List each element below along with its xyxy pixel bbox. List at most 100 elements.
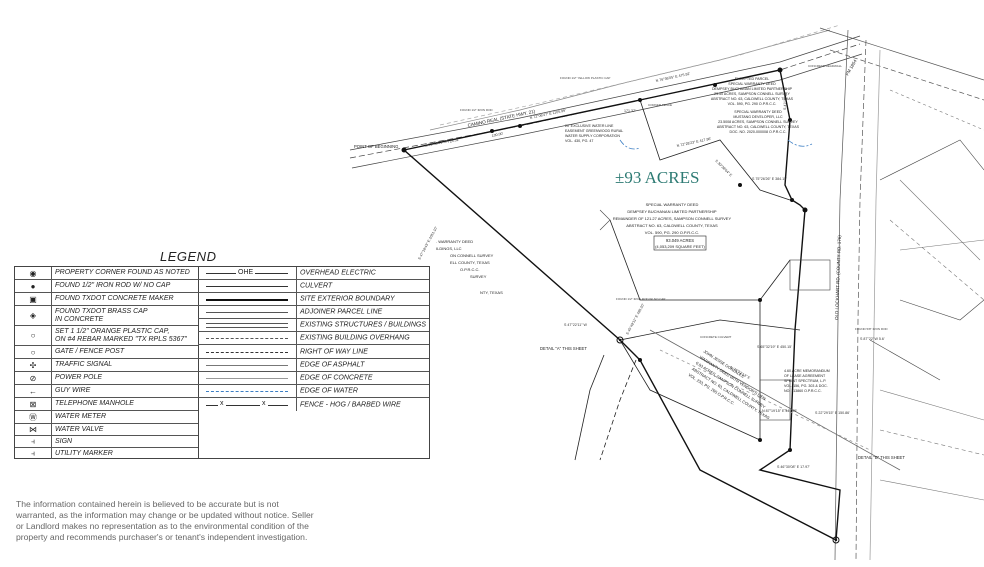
legend-row: ⋈WATER VALVE (15, 424, 198, 436)
point-of-beginning: POINT OF BEGINNING (354, 144, 398, 149)
svg-text:VOL. 590, PG. 290 O.P.R.C.C.: VOL. 590, PG. 290 O.P.R.C.C. (728, 102, 777, 106)
svg-text:VOL. 590, PG. 290 O.P.R.C.C.: VOL. 590, PG. 290 O.P.R.C.C. (645, 230, 699, 235)
txdot-concrete-icon: ▣ (15, 293, 52, 305)
camino-real-row (349, 24, 863, 169)
legend-row: ▣FOUND TXDOT CONCRETE MAKER (15, 293, 198, 306)
legend-row: ⊠TELEPHONE MANHOLE (15, 398, 198, 411)
legend-title: LEGEND (160, 249, 217, 264)
svg-text:CONCRETE HEADWALL: CONCRETE HEADWALL (808, 64, 842, 68)
txdot-brass-cap-icon: ◈ (15, 306, 52, 325)
county-road-label: OLD LOCKHART RD. (COUNTY RD. 176) (834, 235, 842, 320)
legend-symbols-column: ◉PROPERTY CORNER FOUND AS NOTED ●FOUND 1… (15, 267, 199, 459)
legend-row: EDGE OF WATER (198, 385, 429, 398)
legend-row: ●FOUND 1/2" IRON ROD W/ NO CAP (15, 280, 198, 293)
legend-table: ◉PROPERTY CORNER FOUND AS NOTED ●FOUND 1… (14, 266, 430, 459)
svg-text:20' EXCLUSIVE WATER LINE: 20' EXCLUSIVE WATER LINE (565, 124, 614, 128)
area-square-feet: (4,053,209 SQUARE FEET) (655, 244, 705, 249)
svg-text:DOC. NO. 2020-000008 O.P.R.C.C: DOC. NO. 2020-000008 O.P.R.C.C. (729, 130, 786, 134)
svg-text:MUSTANG DEVELOPER, LLC: MUSTANG DEVELOPER, LLC (733, 115, 783, 119)
line-sample-concrete (198, 372, 297, 384)
svg-text:SPECIAL WARRANTY DEED: SPECIAL WARRANTY DEED (646, 202, 699, 207)
property-corners (401, 67, 840, 544)
bearing-labels: N 75°43'01" E N 72°06'47" E 1105.96' N 7… (417, 72, 885, 469)
legend-row: EXISTING STRUCTURES / BUILDINGS (198, 319, 429, 332)
svg-text:REMAINDER OF 121.27 ACRES, SAM: REMAINDER OF 121.27 ACRES, SAMPSON CONNE… (613, 216, 732, 221)
svg-text:100.00': 100.00' (491, 132, 504, 138)
line-sample-adjoiner (198, 306, 297, 318)
legend-row: RIGHT OF WAY LINE (198, 345, 429, 359)
svg-text:O.P.R.C.C.: O.P.R.C.C. (460, 267, 480, 272)
svg-text:FOUND 1/2" IRON ROD: FOUND 1/2" IRON ROD (460, 108, 493, 112)
legend-row: ✣TRAFFIC SIGNAL (15, 359, 198, 372)
svg-text:N 87°19'15" E 449.95': N 87°19'15" E 449.95' (762, 409, 797, 413)
svg-text:S 22°29'15" E 150.86': S 22°29'15" E 150.86' (815, 411, 850, 415)
line-sample-culvert (198, 280, 297, 292)
left-deed: . WARRANTY DEED ILDINGS, LLC ON CONNELL … (436, 239, 503, 295)
detail-a: DETAIL "A" THIS SHEET (540, 346, 587, 351)
svg-text:23.5008 ACRES, SAMPSON CONNELL: 23.5008 ACRES, SAMPSON CONNELL SURVEY (718, 120, 798, 124)
svg-text:ABSTRACT NO. 63, CALDWELL COUN: ABSTRACT NO. 63, CALDWELL COUNTY, TEXAS (626, 223, 718, 228)
svg-text:S 46°30'08" E 17.97': S 46°30'08" E 17.97' (777, 465, 810, 469)
svg-text:DEMPSEY BUCHANAN LIMITED PARTN: DEMPSEY BUCHANAN LIMITED PARTNERSHIP (712, 87, 793, 91)
power-pole-icon: ⊘ (15, 372, 52, 384)
svg-text:EXCEPTED PARCEL: EXCEPTED PARCEL (735, 77, 769, 81)
disclaimer: The information contained herein is beli… (16, 499, 314, 542)
legend-row: SITE EXTERIOR BOUNDARY (198, 293, 429, 306)
property-corner-icon: ◉ (15, 267, 52, 279)
svg-text:S 65°32'19" E 450.15': S 65°32'19" E 450.15' (757, 345, 792, 349)
gate-post-icon: ○ (15, 346, 52, 358)
svg-text:ILDINGS, LLC: ILDINGS, LLC (436, 246, 462, 251)
svg-text:724.51': 724.51' (447, 138, 460, 144)
line-sample-boundary (198, 293, 297, 305)
svg-text:FOUND 1/2" YELLOW PLASTIC CAP: FOUND 1/2" YELLOW PLASTIC CAP (560, 76, 610, 80)
svg-text:SPRINT SPECTRUM, L.P.: SPRINT SPECTRUM, L.P. (784, 379, 826, 383)
svg-text:DEMPSEY BUCHANAN LIMITED PARTN: DEMPSEY BUCHANAN LIMITED PARTNERSHIP (627, 209, 716, 214)
legend-row: ←GUY WIRE (15, 385, 198, 398)
svg-text:. WARRANTY DEED: . WARRANTY DEED (436, 239, 473, 244)
legend-row: EDGE OF CONCRETE (198, 372, 429, 385)
diagonal-deed: JOHN JESSE GONZALES WARRANTY DEED WITH V… (687, 349, 770, 421)
svg-text:FOUND 1/2" IRON ROD W/ NO CAP: FOUND 1/2" IRON ROD W/ NO CAP (616, 297, 665, 301)
svg-text:171.37': 171.37' (624, 109, 636, 113)
legend-row: ⫞UTILITY MARKER (15, 448, 198, 459)
svg-text:SURVEY: SURVEY (470, 274, 487, 279)
site-exterior-boundary (402, 69, 841, 542)
svg-text:S 45°49'11" E 486.20': S 45°49'11" E 486.20' (625, 303, 645, 336)
svg-text:SPECIAL WARRANTY DEED: SPECIAL WARRANTY DEED (728, 82, 776, 86)
legend-row: EDGE OF ASPHALT (198, 359, 429, 372)
svg-text:S 75°26'26" E 384.15': S 75°26'26" E 384.15' (752, 177, 787, 181)
small-notes: FOUND 1/2" YELLOW PLASTIC CAP FOUND 1/2"… (460, 64, 888, 339)
legend-row: ◈FOUND TXDOT BRASS CAP IN CONCRETE (15, 306, 198, 326)
svg-text:S 87°22' W 5.6': S 87°22' W 5.6' (860, 337, 885, 341)
legend-row: ○SET 1 1/2" ORANGE PLASTIC CAP, ON #4 RE… (15, 326, 198, 346)
legend-row: EXISTING BUILDING OVERHANG (198, 332, 429, 345)
svg-text:OF LEASE AGREEMENT: OF LEASE AGREEMENT (784, 374, 826, 378)
svg-text:ON CONNELL SURVEY: ON CONNELL SURVEY (450, 253, 494, 258)
detail-b: DETAIL "B" THIS SHEET (858, 455, 905, 460)
area-acres: 93.049 ACRES (666, 238, 694, 243)
svg-text:SPECIAL WARRANTY DEED: SPECIAL WARRANTY DEED (734, 110, 782, 114)
line-sample-row (198, 345, 297, 358)
county-road-lines (879, 89, 984, 501)
svg-text:ABSTRACT NO. 63, CALDWELL COUN: ABSTRACT NO. 63, CALDWELL COUNTY, TEXAS (717, 125, 800, 129)
main-deed: SPECIAL WARRANTY DEED DEMPSEY BUCHANAN L… (613, 202, 732, 235)
legend-row: ⫞SIGN (15, 436, 198, 448)
excepted-parcel: EXCEPTED PARCEL SPECIAL WARRANTY DEED DE… (711, 77, 800, 134)
water-meter-icon: Ⓦ (15, 411, 52, 423)
svg-text:VOL. 430, PG. 47: VOL. 430, PG. 47 (565, 139, 593, 143)
acres-label: ±93 ACRES (615, 168, 699, 187)
line-sample-structures (198, 319, 297, 331)
svg-text:EASEMENT GREENWOOD RURAL: EASEMENT GREENWOOD RURAL (565, 129, 623, 133)
line-sample-asphalt (198, 359, 297, 371)
structures (599, 139, 984, 421)
svg-text:N 75°43'01" E: N 75°43'01" E (424, 139, 447, 148)
svg-text:CONCRETE CULVERT: CONCRETE CULVERT (700, 335, 732, 339)
fm-road (819, 27, 984, 561)
orange-cap-icon: ○ (15, 326, 52, 345)
svg-text:4.60 ACRE MEMORANDUM: 4.60 ACRE MEMORANDUM (784, 369, 830, 373)
water-easement: 20' EXCLUSIVE WATER LINE EASEMENT GREENW… (565, 124, 623, 143)
